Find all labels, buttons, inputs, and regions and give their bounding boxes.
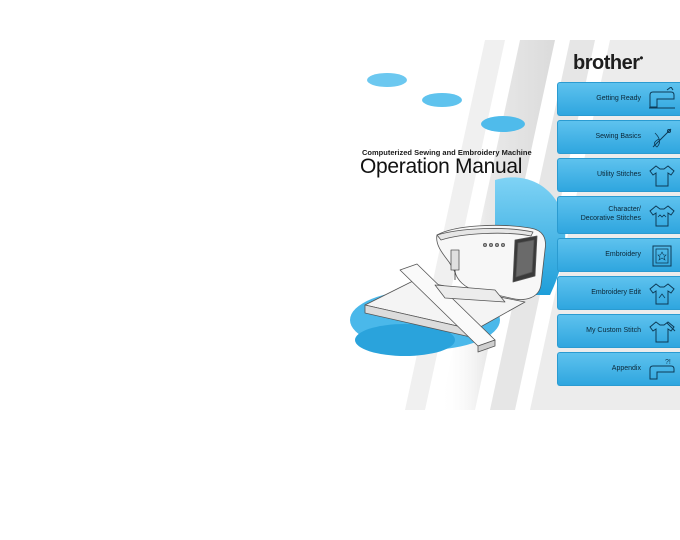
manual-cover: brother• Computerized Sewing and Embroid… xyxy=(345,40,680,410)
tab-label: Character/ Decorative Stitches xyxy=(580,206,641,222)
bubble xyxy=(481,116,525,132)
machine-help-icon: ?! xyxy=(649,359,675,380)
tab-character-decorative-stitches[interactable]: Character/ Decorative Stitches xyxy=(557,196,680,234)
tab-my-custom-stitch[interactable]: My Custom Stitch xyxy=(557,314,680,348)
needle-thread-icon xyxy=(652,128,672,148)
machine-icon xyxy=(649,87,675,109)
shirt-edit-icon xyxy=(649,283,675,305)
manual-subtitle: Computerized Sewing and Embroidery Machi… xyxy=(362,148,532,157)
tab-getting-ready[interactable]: Getting Ready xyxy=(557,82,680,116)
tab-sewing-basics[interactable]: Sewing Basics xyxy=(557,120,680,154)
tab-label: Getting Ready xyxy=(596,94,641,102)
embroidery-frame-icon xyxy=(652,245,672,267)
tab-label: Embroidery xyxy=(605,250,641,258)
manual-title: Operation Manual xyxy=(360,155,523,178)
brand-registered-mark: • xyxy=(639,52,644,65)
tab-label: My Custom Stitch xyxy=(586,326,641,334)
brand-text: brother xyxy=(573,52,640,74)
tab-label: Embroidery Edit xyxy=(591,288,641,296)
brand-logo: brother• xyxy=(573,52,643,75)
bubble xyxy=(422,93,462,107)
sewing-machine-illustration xyxy=(364,225,546,353)
tab-embroidery[interactable]: Embroidery xyxy=(557,238,680,272)
tab-utility-stitches[interactable]: Utility Stitches xyxy=(557,158,680,192)
tab-label: Sewing Basics xyxy=(595,132,641,140)
shirt-pattern-icon xyxy=(649,205,675,227)
svg-text:?!: ?! xyxy=(665,359,671,366)
blue-splash xyxy=(355,324,455,356)
custom-stitch-icon xyxy=(649,321,676,343)
tab-label: Utility Stitches xyxy=(597,170,641,178)
bubble xyxy=(367,73,407,87)
tab-embroidery-edit[interactable]: Embroidery Edit xyxy=(557,276,680,310)
shirt-icon xyxy=(649,165,675,187)
tab-label: Appendix xyxy=(611,364,641,372)
tab-appendix[interactable]: Appendix ?! xyxy=(557,352,680,386)
